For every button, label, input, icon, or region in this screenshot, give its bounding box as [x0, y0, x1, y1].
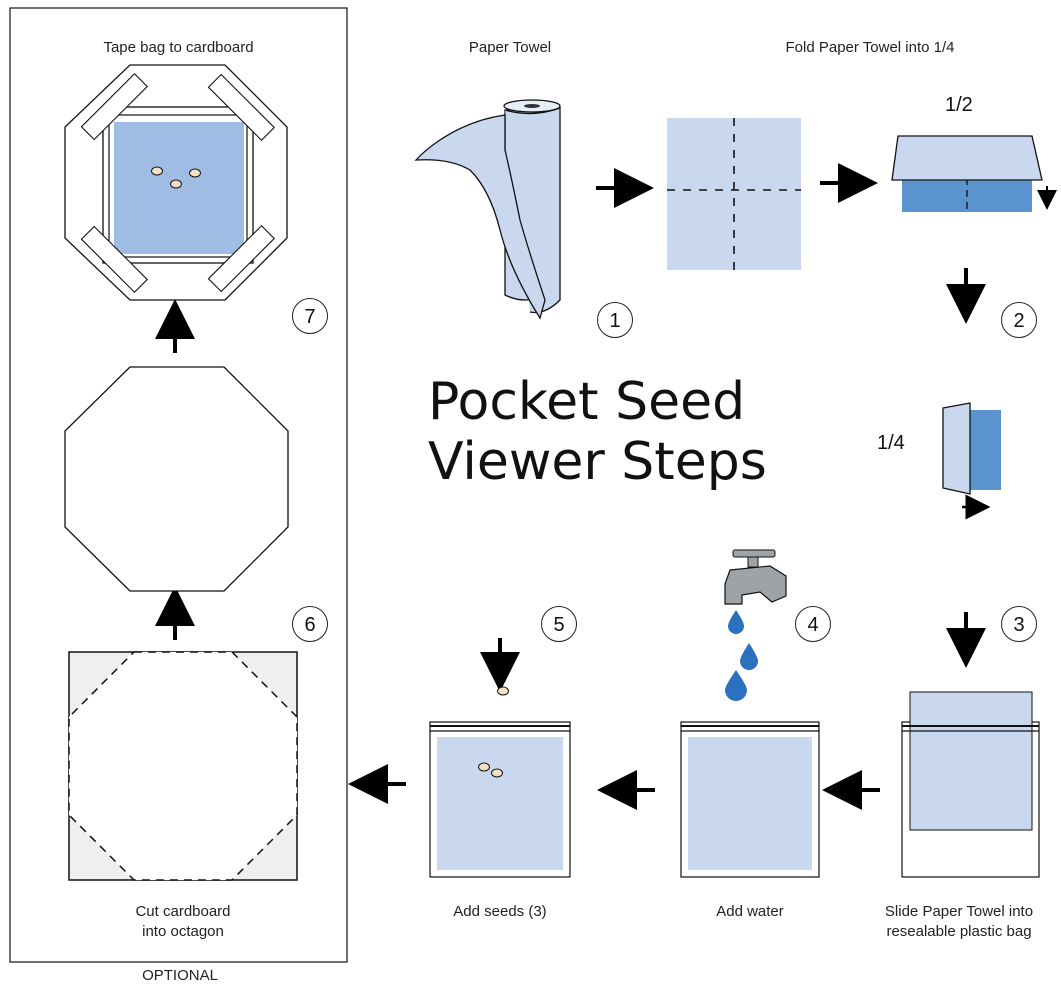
unfolded-towel — [667, 118, 801, 270]
step-number-4: 4 — [795, 606, 831, 642]
step-number-1: 1 — [597, 302, 633, 338]
label-tape: Tape bag to cardboard — [103, 39, 254, 56]
label-fold: Fold Paper Towel into 1/4 — [785, 39, 955, 56]
label-cut-line-2: into octagon — [142, 923, 224, 940]
bag-step-3 — [901, 691, 1040, 878]
label-optional: OPTIONAL — [142, 967, 218, 984]
label-water: Add water — [716, 903, 784, 920]
fraction-half: 1/2 — [945, 94, 973, 116]
title-line-2: Viewer Steps — [428, 432, 767, 492]
optional-frame — [9, 7, 348, 963]
quarter-fold-towel — [942, 402, 1001, 520]
step-number-2: 2 — [1001, 302, 1037, 338]
label-slide: Slide Paper Towel into resealable plasti… — [857, 902, 1061, 942]
step-number-7: 7 — [292, 298, 328, 334]
half-fold-towel — [891, 135, 1057, 212]
water-drops — [725, 610, 758, 701]
bag-step-5 — [429, 721, 571, 878]
label-cut: Cut cardboard into octagon — [60, 902, 306, 942]
taped-bag — [64, 64, 288, 301]
title-line-1: Pocket Seed — [428, 372, 746, 432]
label-slide-line-2: resealable plastic bag — [886, 923, 1032, 940]
octagon — [64, 366, 289, 592]
diagram-title: Pocket Seed Viewer Steps — [428, 372, 767, 492]
fraction-quarter: 1/4 — [877, 432, 905, 454]
step-number-3: 3 — [1001, 606, 1037, 642]
label-slide-line-1: Slide Paper Towel into — [884, 903, 1034, 920]
faucet-icon — [724, 549, 787, 605]
label-seeds: Add seeds (3) — [453, 903, 547, 920]
label-paper-towel: Paper Towel — [468, 39, 552, 56]
step-number-6: 6 — [292, 606, 328, 642]
bag-step-4 — [680, 721, 820, 878]
step-number-5: 5 — [541, 606, 577, 642]
cardboard-cut — [68, 651, 298, 881]
paper-towel-roll — [414, 99, 561, 320]
label-cut-line-1: Cut cardboard — [135, 903, 231, 920]
falling-seed — [497, 686, 509, 696]
